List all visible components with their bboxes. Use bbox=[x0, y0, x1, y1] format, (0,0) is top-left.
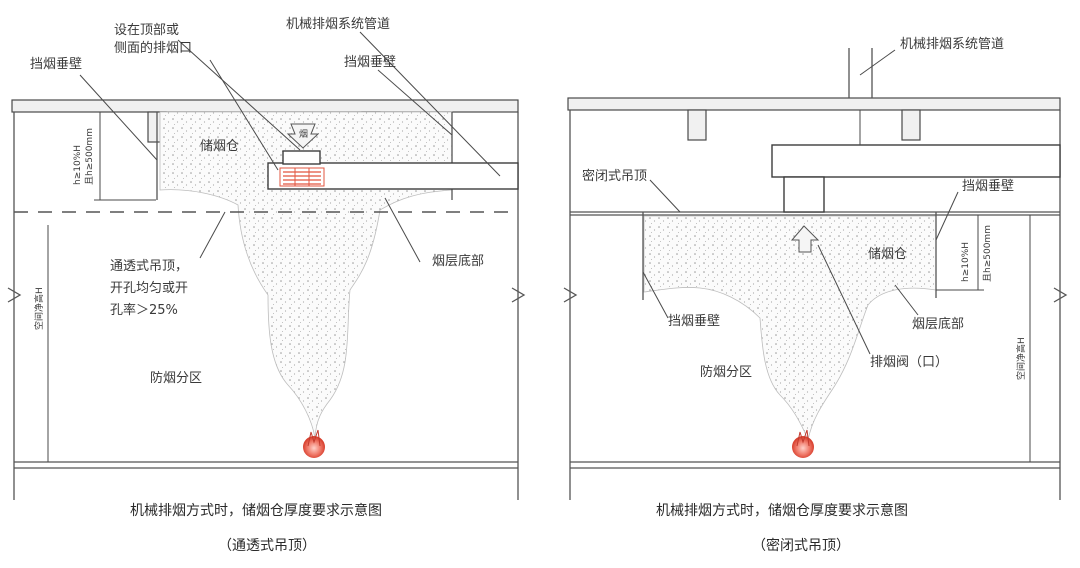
fire-icon bbox=[792, 429, 814, 458]
fire-icon bbox=[303, 429, 325, 458]
right-caption-line2: （密闭式吊顶） bbox=[752, 537, 850, 554]
left-leader-curtain-right bbox=[377, 69, 453, 136]
left-smoke-bottom-label: 烟层底部 bbox=[432, 253, 484, 269]
left-wall-break-right bbox=[511, 287, 526, 303]
left-h-note-1: h≥10%H bbox=[73, 145, 83, 185]
right-leader-smoke-bottom bbox=[894, 284, 919, 316]
right-clear-height: 空间净高H bbox=[1015, 337, 1027, 380]
right-caption-line1: 机械排烟方式时，储烟仓厚度要求示意图 bbox=[656, 502, 908, 519]
right-wall-break-left bbox=[563, 287, 578, 303]
left-leader-smoke-bottom bbox=[384, 197, 421, 263]
right-leader-duct bbox=[859, 49, 896, 76]
left-caption-line1: 机械排烟方式时，储烟仓厚度要求示意图 bbox=[130, 502, 382, 519]
left-diagram: 烟 h≥10%H 且h≥500mm 空间净高H 设在顶部或 侧面的排烟口 机械排… bbox=[7, 17, 526, 554]
right-leader-curtain-right bbox=[935, 191, 959, 241]
left-zone-label: 防烟分区 bbox=[150, 370, 202, 386]
arrow-up-icon bbox=[790, 225, 820, 253]
left-curtain-right-label: 挡烟垂壁 bbox=[344, 55, 396, 70]
left-curtain-left-label: 挡烟垂壁 bbox=[30, 57, 82, 72]
left-clear-height: 空间净高H bbox=[33, 287, 45, 330]
left-permeable-label-3: 孔率＞25% bbox=[110, 302, 178, 318]
right-beam-1 bbox=[687, 109, 707, 141]
left-wall-break-left bbox=[7, 287, 22, 303]
right-wall-break-right bbox=[1053, 287, 1068, 303]
left-h-note-2: 且h≥500mm bbox=[84, 128, 95, 185]
left-leader-duct bbox=[359, 31, 501, 177]
right-duct-drop bbox=[783, 176, 825, 213]
right-diagram: h≥10%H 且h≥500mm 空间净高H 机械排烟系统管道 密闭式吊顶 挡烟垂… bbox=[563, 37, 1068, 554]
left-leader-vent-1 bbox=[177, 39, 301, 151]
left-permeable-label-1: 通透式吊顶， bbox=[110, 259, 188, 274]
left-ceiling-slab bbox=[11, 99, 519, 113]
left-top-vent-label-1: 设在顶部或 bbox=[114, 23, 179, 38]
right-duct-label: 机械排烟系统管道 bbox=[900, 37, 1004, 52]
right-curtain-right-label: 挡烟垂壁 bbox=[962, 179, 1014, 194]
right-beam-2 bbox=[901, 109, 921, 141]
right-h-note-1: h≥10%H bbox=[961, 242, 971, 282]
right-smoke-plume bbox=[643, 215, 937, 442]
arrow-down-icon: 烟 bbox=[286, 123, 320, 149]
right-smoke-bottom-label: 烟层底部 bbox=[912, 316, 964, 332]
left-caption-line2: （通透式吊顶） bbox=[218, 538, 316, 554]
right-leader-ceiling bbox=[649, 179, 681, 213]
left-leader-ceiling bbox=[199, 211, 226, 259]
left-vent-grille bbox=[279, 167, 325, 187]
left-leader-curtain-left bbox=[79, 74, 158, 161]
left-reservoir-label: 储烟仓 bbox=[200, 139, 239, 154]
left-duct-collar bbox=[282, 150, 321, 165]
right-zone-label: 防烟分区 bbox=[700, 364, 752, 380]
left-vent-glyph: 烟 bbox=[299, 128, 308, 140]
left-top-vent-label-2: 侧面的排烟口 bbox=[114, 40, 192, 56]
left-leader-vent-2 bbox=[209, 59, 279, 171]
right-closed-ceiling-label: 密闭式吊顶 bbox=[582, 168, 647, 184]
right-leader-curtain-left bbox=[642, 271, 669, 319]
left-duct-label: 机械排烟系统管道 bbox=[286, 17, 390, 32]
right-ceiling-slab bbox=[567, 97, 1061, 111]
right-leader-valve bbox=[817, 244, 871, 355]
right-h-note-2: 且h≥500mm bbox=[982, 225, 993, 282]
right-curtain-left-label: 挡烟垂壁 bbox=[668, 314, 720, 329]
right-exhaust-duct bbox=[771, 144, 1061, 178]
left-permeable-label-2: 开孔均匀或开 bbox=[110, 281, 188, 296]
right-reservoir-label: 储烟仓 bbox=[868, 247, 907, 262]
right-exhaust-valve-label: 排烟阀（口） bbox=[870, 355, 948, 370]
